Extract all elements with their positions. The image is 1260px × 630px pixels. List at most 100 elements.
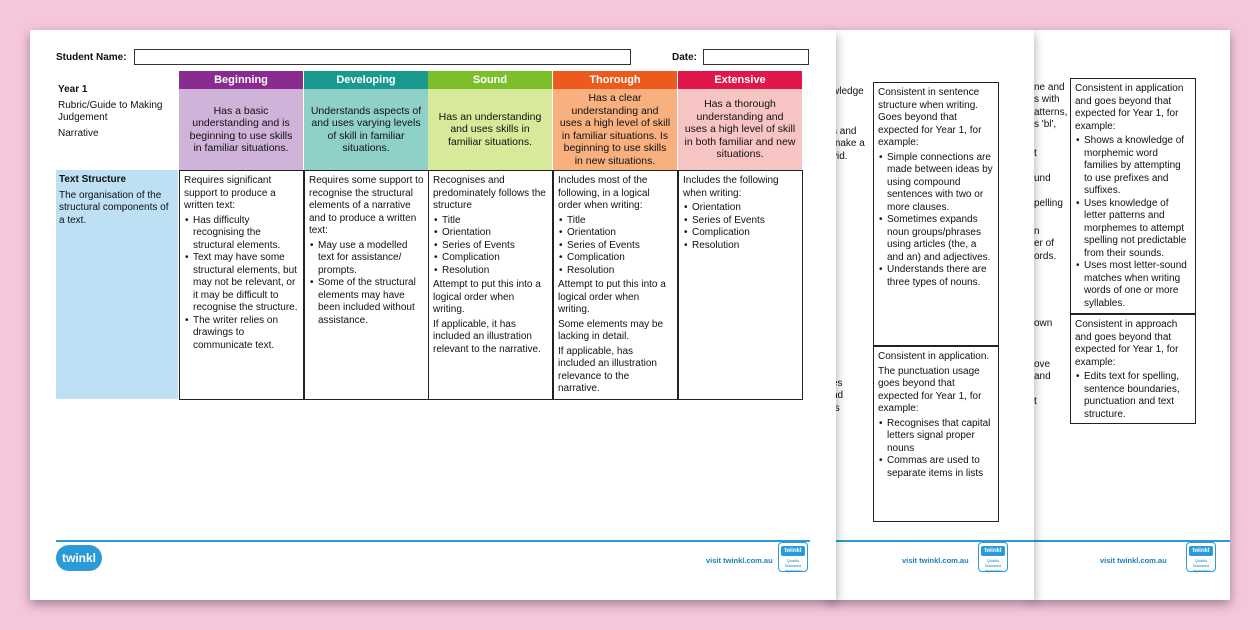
rubric-cell-developing: Requires some support to recognise the s… <box>304 170 429 400</box>
cell-intro: Consistent in sentence structure when wr… <box>878 87 982 148</box>
cell-note: Attempt to put this into a logical order… <box>558 279 666 315</box>
cut-off-text: wledge <box>832 86 864 97</box>
rubric-cell-thorough: Includes most of the following, in a log… <box>553 170 678 400</box>
level-description: Understands aspects of and uses varying … <box>304 89 428 170</box>
cut-off-text: and <box>1034 371 1051 382</box>
bullet: Complication <box>433 252 548 265</box>
cell-intro: Recognises and predominately follows the… <box>433 175 546 211</box>
bullet: Uses knowledge of letter patterns and mo… <box>1075 198 1191 261</box>
cell-intro: Consistent in application. <box>878 351 990 362</box>
bullet: Series of Events <box>558 240 673 253</box>
row-description: The organisation of the structural compo… <box>59 189 169 226</box>
bullet: Commas are used to separate items in lis… <box>878 455 994 480</box>
footer-rule <box>828 540 1034 542</box>
badge-brand: twinkl <box>1189 546 1213 556</box>
cell-note: Some elements may be lacking in detail. <box>558 318 664 343</box>
cut-off-text: make a <box>832 138 865 149</box>
year-heading: Year 1 <box>58 84 88 95</box>
row-title: Text Structure <box>59 174 127 185</box>
footer-url[interactable]: visit twinkl.com.au <box>902 556 969 565</box>
cut-off-text: er of <box>1034 238 1055 249</box>
cut-off-text: atterns, <box>1034 107 1068 118</box>
date-label: Date: <box>672 52 698 63</box>
cell-bullets: Shows a knowledge of morphemic word fami… <box>1075 135 1191 310</box>
bullet: Has difficulty recognising the structura… <box>184 215 299 253</box>
level-description: Has a clear understanding and uses a hig… <box>553 89 677 170</box>
bullet: Recognises that capital letters signal p… <box>878 418 994 456</box>
bullet: Orientation <box>683 202 798 215</box>
cell-bullets: Has difficulty recognising the structura… <box>184 215 299 353</box>
bullet: Understands there are three types of nou… <box>878 264 994 289</box>
cell-bullets: Recognises that capital letters signal p… <box>878 418 994 481</box>
cut-off-text: s 'bl', <box>1034 119 1057 130</box>
footer-url[interactable]: visit twinkl.com.au <box>1100 556 1167 565</box>
level-heading-developing: Developing <box>304 71 428 89</box>
footer-rule <box>56 540 810 542</box>
bullet: Resolution <box>433 265 548 278</box>
cut-off-text: ne and <box>1034 82 1065 93</box>
cell-bullets: Edits text for spelling, sentence bounda… <box>1075 371 1191 421</box>
level-heading-sound: Sound <box>428 71 552 89</box>
cell-bullets: TitleOrientationSeries of EventsComplica… <box>433 215 548 278</box>
badge-brand: twinkl <box>781 546 805 556</box>
cut-off-text: vid. <box>832 151 848 162</box>
page2-cell-sentence: Consistent in sentence structure when wr… <box>873 82 999 346</box>
bullet: Edits text for spelling, sentence bounda… <box>1075 371 1191 421</box>
cut-off-text: t <box>1034 148 1037 159</box>
bullet: Complication <box>558 252 673 265</box>
cell-intro: Consistent in application and goes beyon… <box>1075 83 1184 132</box>
cell-bullets: OrientationSeries of EventsComplicationR… <box>683 202 798 252</box>
bullet: The writer relies on drawings to communi… <box>184 315 299 353</box>
student-name-label: Student Name: <box>56 52 127 63</box>
footer-rule <box>1030 540 1230 542</box>
bullet: Uses most letter-sound matches when writ… <box>1075 260 1191 310</box>
quality-badge-icon: twinkl Quality Standard Approved <box>1186 542 1216 573</box>
genre-label: Narrative <box>58 127 99 139</box>
cell-note: If applicable, it has included an illust… <box>433 318 541 355</box>
cut-off-text: own <box>1034 318 1053 329</box>
page2-cell-punctuation: Consistent in application. The punctuati… <box>873 346 999 522</box>
rubric-cell-sound: Recognises and predominately follows the… <box>428 170 553 400</box>
bullet: Series of Events <box>433 240 548 253</box>
year-block: Year 1 Rubric/Guide to Making Judgement … <box>58 84 176 140</box>
quality-badge-icon: twinkl Quality Standard Approved <box>778 542 808 573</box>
cell-intro: Consistent in approach and goes beyond t… <box>1075 319 1179 368</box>
bullet: Series of Events <box>683 215 798 228</box>
quality-badge-icon: twinkl Quality Standard Approved <box>978 542 1008 573</box>
cell-intro: Includes most of the following, in a log… <box>558 175 650 211</box>
row-header-text-structure: Text Structure The organisation of the s… <box>56 170 178 399</box>
badge-text: Quality Standard Approved <box>1192 558 1210 573</box>
level-heading-extensive: Extensive <box>678 71 802 89</box>
bullet: Resolution <box>683 240 798 253</box>
cell-intro: Includes the following when writing: <box>683 175 779 199</box>
bullet: Complication <box>683 227 798 240</box>
level-heading-thorough: Thorough <box>553 71 677 89</box>
bullet: Simple connections are made between idea… <box>878 152 994 215</box>
cell-note: Attempt to put this into a logical order… <box>433 279 541 315</box>
bullet: Shows a knowledge of morphemic word fami… <box>1075 135 1191 198</box>
cell-bullets: May use a modelled text for assistance/ … <box>309 240 424 328</box>
cell-note: If applicable, has included an illustrat… <box>558 345 657 395</box>
rubric-cell-extensive: Includes the following when writing: Orie… <box>678 170 803 400</box>
worksheet-page-1: Student Name: Date: Year 1 Rubric/Guide … <box>30 30 836 600</box>
page3-cell-spelling: Consistent in application and goes beyon… <box>1070 78 1196 314</box>
bullet: Text may have some structural elements, … <box>184 252 299 315</box>
level-description: Has an understanding and uses skills in … <box>428 89 552 170</box>
bullet: Orientation <box>433 227 548 240</box>
twinkl-logo: twinkl <box>56 545 102 571</box>
rubric-subtitle: Rubric/Guide to Making Judgement <box>58 99 163 124</box>
cell-intro-2: The punctuation usage goes beyond that e… <box>878 365 982 415</box>
student-name-field[interactable] <box>134 49 631 65</box>
cut-off-text: und <box>1034 173 1051 184</box>
footer-url[interactable]: visit twinkl.com.au <box>706 556 773 565</box>
bullet: Title <box>433 215 548 228</box>
level-heading-beginning: Beginning <box>179 71 303 89</box>
bullet: Sometimes expands noun groups/phrases us… <box>878 214 994 264</box>
date-field[interactable] <box>703 49 809 65</box>
rubric-cell-beginning: Requires significant support to produce … <box>179 170 304 400</box>
bullet: Some of the structural elements may have… <box>309 277 424 327</box>
page3-cell-editing: Consistent in approach and goes beyond t… <box>1070 314 1196 424</box>
bullet: May use a modelled text for assistance/ … <box>309 240 424 278</box>
